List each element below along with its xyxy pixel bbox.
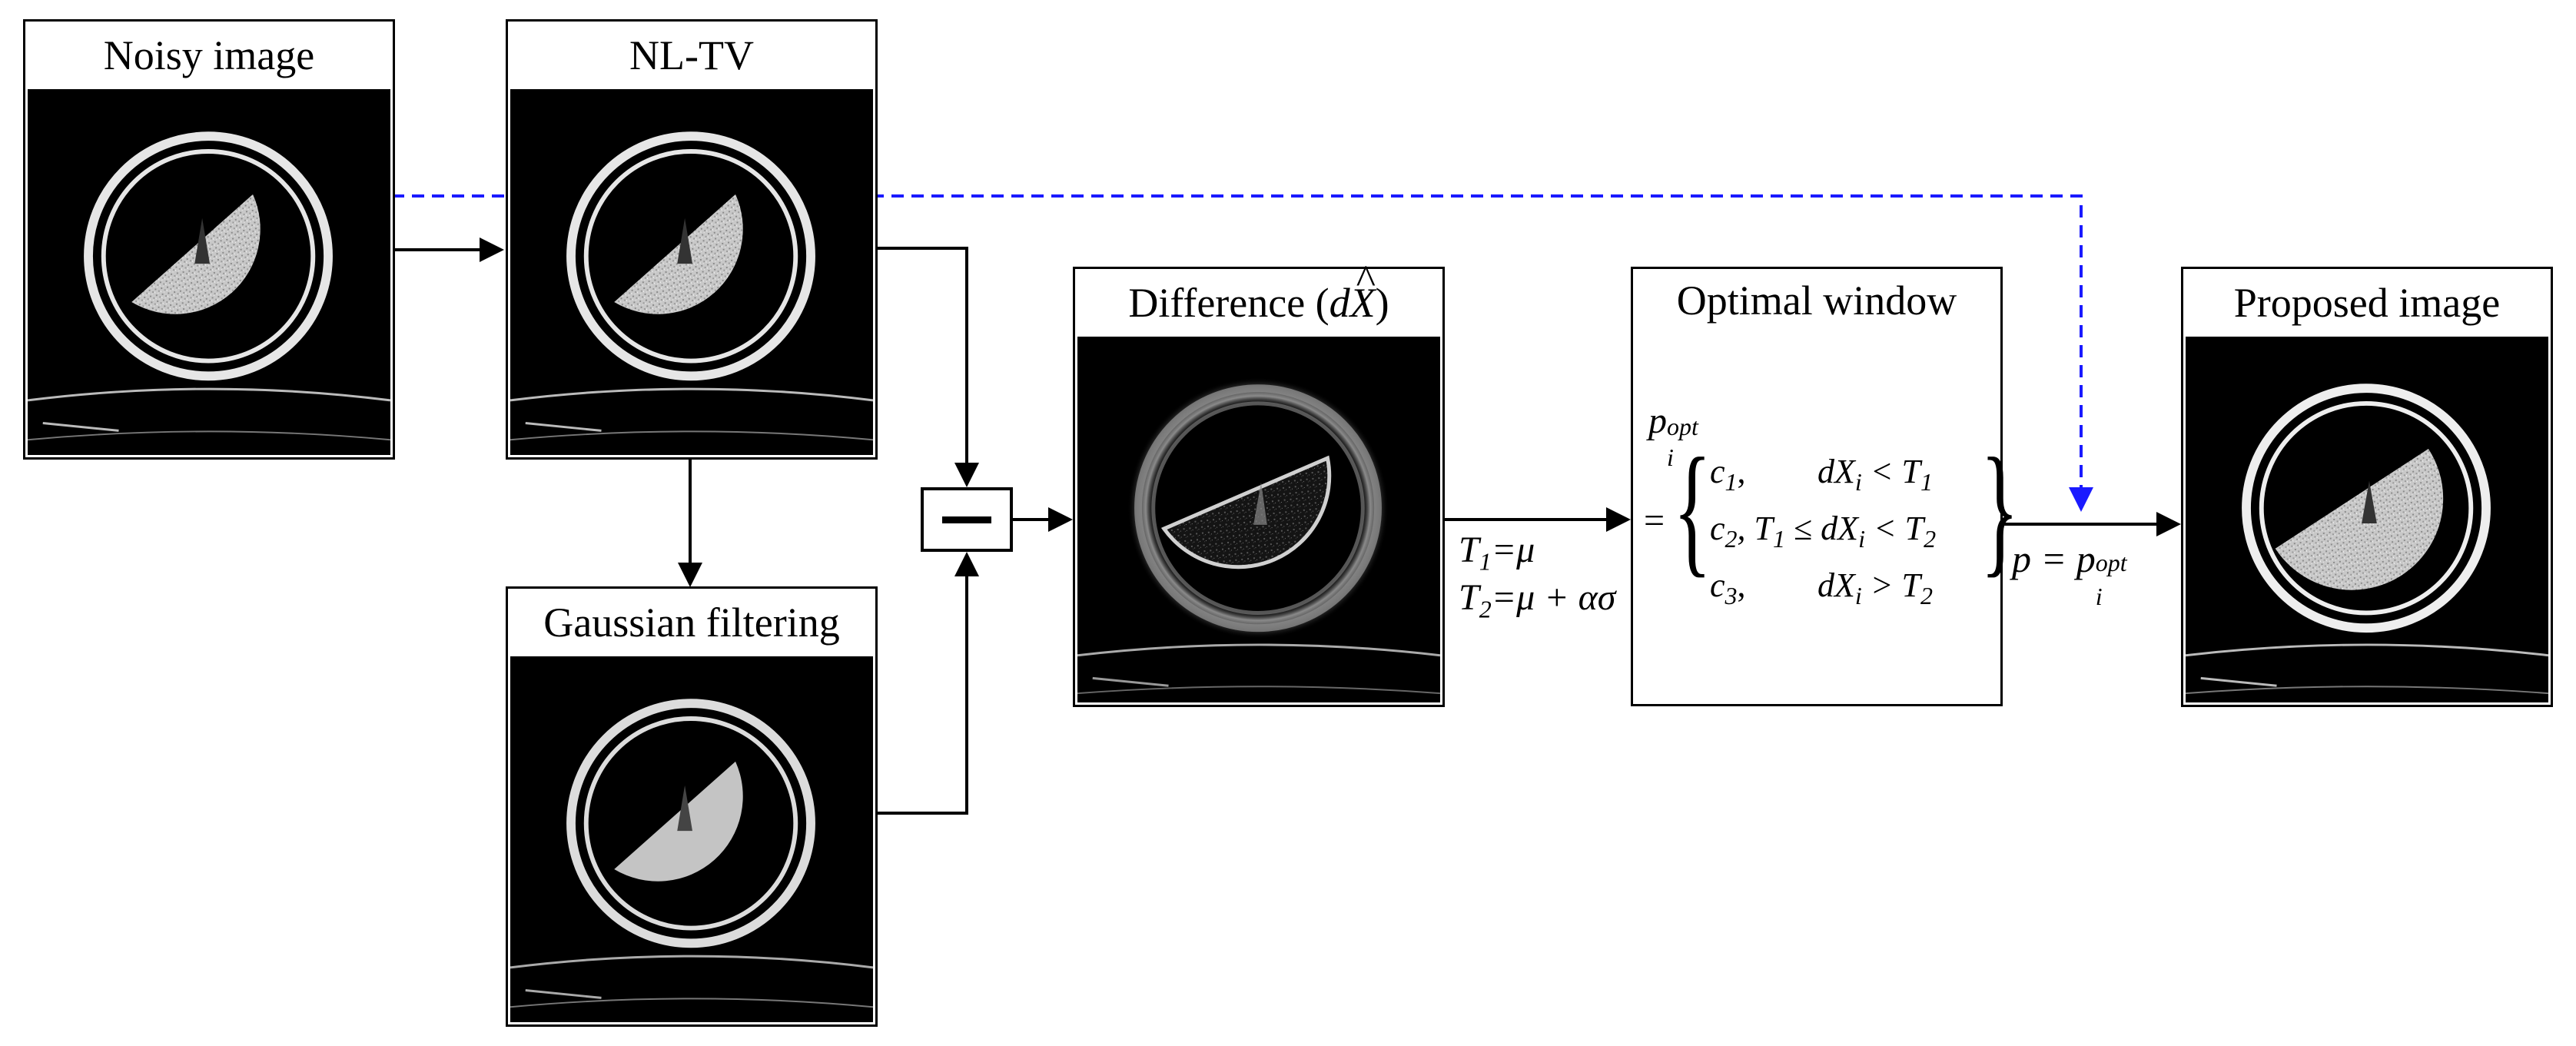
- case-row-3: c3, dXi > T2: [1710, 566, 1933, 609]
- threshold-t2: T2=μ + ασ: [1459, 577, 1616, 623]
- panel-nltv: NL-TV: [506, 19, 878, 460]
- panel-title-gaussian: Gaussian filtering: [543, 599, 840, 646]
- noisy-ct-image: [28, 89, 390, 455]
- optimal-window-title: Optimal window: [1676, 277, 1957, 324]
- case-row-2: c2, T1 ≤ dXi < T2: [1710, 510, 1937, 553]
- difference-title-prefix: Difference (: [1128, 280, 1329, 326]
- gaussian-ct-image: [510, 656, 873, 1022]
- difference-ct-image: [1077, 337, 1440, 702]
- threshold-t1: T1=μ: [1459, 530, 1535, 576]
- equals-sign: =: [1644, 500, 1665, 541]
- dashed-feed-forward-line: [392, 194, 2093, 512]
- left-brace: {: [1673, 429, 1712, 590]
- panel-difference: Difference (dX^): [1073, 257, 1445, 707]
- proposed-ct-image: [2186, 337, 2548, 702]
- arrow-gaussian-to-subtract: [876, 552, 979, 815]
- arrow-nltv-to-subtract: [876, 247, 979, 487]
- panel-noisy-image: Noisy image: [23, 19, 395, 460]
- panel-gaussian-filtering: Gaussian filtering: [506, 586, 878, 1027]
- nltv-ct-image: [510, 89, 873, 455]
- panel-proposed-image: Proposed image: [2181, 267, 2553, 707]
- panel-title-noisy: Noisy image: [103, 32, 315, 78]
- panel-title-nltv: NL-TV: [629, 32, 754, 78]
- case-row-1: c1, dXi < T1: [1710, 453, 1933, 496]
- subtract-operator: [921, 487, 1013, 552]
- right-brace: }: [1980, 429, 2020, 590]
- panel-title-difference: Difference (dX^): [1128, 257, 1389, 326]
- difference-title-var: d: [1329, 280, 1350, 326]
- difference-title-hatvar: X: [1349, 280, 1376, 326]
- minus-icon: [942, 516, 991, 523]
- panel-title-proposed: Proposed image: [2233, 280, 2501, 326]
- difference-title-suffix: ): [1375, 280, 1389, 326]
